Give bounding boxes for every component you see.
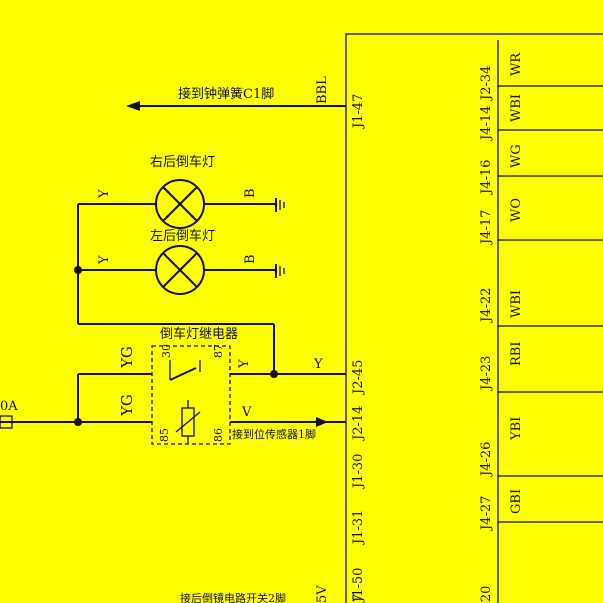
wire-color-label: B: [243, 254, 258, 264]
left-reverse-lamp: [155, 245, 276, 295]
connector-pin-label: J1-50: [351, 568, 366, 603]
wire-color-label: WR: [509, 52, 524, 76]
connector-pin-label: J2-34: [479, 66, 494, 102]
connector-pin-label: J2-45: [351, 360, 366, 396]
bottom-label: 接后倒镜电路开关2脚: [180, 591, 286, 603]
wire-color-label: Y: [313, 357, 323, 372]
relay-power-wire: [0, 373, 152, 426]
wire-color-label: 5V: [315, 585, 330, 603]
wire-color-label: B: [243, 188, 258, 198]
connector-pin-label: J4-26: [479, 442, 494, 478]
wire-color-label: Y: [97, 189, 112, 199]
relay-v-wire: [230, 417, 346, 427]
connector-pin-label: J1-47: [351, 94, 366, 130]
junction-dot: [270, 370, 278, 378]
reverse-lamp-relay: [151, 345, 231, 445]
connector-pin-label: J1-31: [351, 510, 366, 546]
sensor-label: 接到位传感器1脚: [232, 427, 316, 441]
connector-pin-label: J4-27: [479, 496, 494, 532]
lamp-bus: [74, 203, 275, 374]
connector-pin-label: J4-20: [479, 586, 494, 603]
relay-pin-label: 86: [212, 428, 225, 442]
left-lamp-label: 左后倒车灯: [150, 228, 215, 244]
connector-pin-label: J2-14: [351, 406, 366, 442]
connector-pin-label: J4-16: [479, 160, 494, 196]
relay-label: 倒车灯继电器: [160, 326, 238, 342]
wire-color-label: GBI: [509, 489, 524, 514]
connector-pin-label: J4-23: [479, 356, 494, 392]
fuse-icon: [0, 415, 13, 429]
ground-icon: [275, 264, 285, 278]
relay-pin-label: 87: [212, 344, 225, 358]
wire-color-label: YBI: [509, 417, 524, 441]
junction-dot: [74, 266, 82, 274]
relay-pin-label: 30: [160, 344, 173, 358]
control-module-box: [345, 33, 603, 603]
wire-color-label: YG: [118, 346, 136, 369]
wire-color-label: WBI: [509, 94, 524, 122]
connector-pin-label: J1-30: [351, 454, 366, 490]
wire-color-label: Y: [237, 359, 252, 369]
wire-color-label: RBI: [509, 342, 524, 366]
connector-pin-label: J4-22: [479, 288, 494, 324]
wire-color-label: Y: [97, 255, 112, 265]
relay-output-wire: [230, 370, 346, 378]
wire-color-label: BBL: [315, 76, 330, 104]
wire-color-label: WBI: [509, 290, 524, 318]
right-connector-wires: [497, 40, 603, 603]
junction-dot: [74, 418, 82, 426]
connector-pin-label: J1-7: [351, 594, 366, 603]
fuse-label: 0A: [0, 399, 18, 414]
right-lamp-label: 右后倒车灯: [150, 154, 215, 170]
wire-color-label: YG: [118, 394, 136, 417]
ground-icon: [275, 198, 285, 212]
wire-color-label: V: [241, 405, 252, 420]
wire-color-label: WO: [509, 198, 524, 222]
connector-pin-label: J4-17: [479, 210, 494, 246]
brake-signal-wire: [126, 101, 346, 111]
wire-color-label: WG: [509, 144, 524, 168]
relay-pin-label: 85: [158, 428, 171, 442]
brake-signal-label: 接到钟弹簧C1脚: [178, 86, 274, 102]
connector-pin-label: J4-14: [479, 106, 494, 142]
right-reverse-lamp: [155, 179, 276, 229]
